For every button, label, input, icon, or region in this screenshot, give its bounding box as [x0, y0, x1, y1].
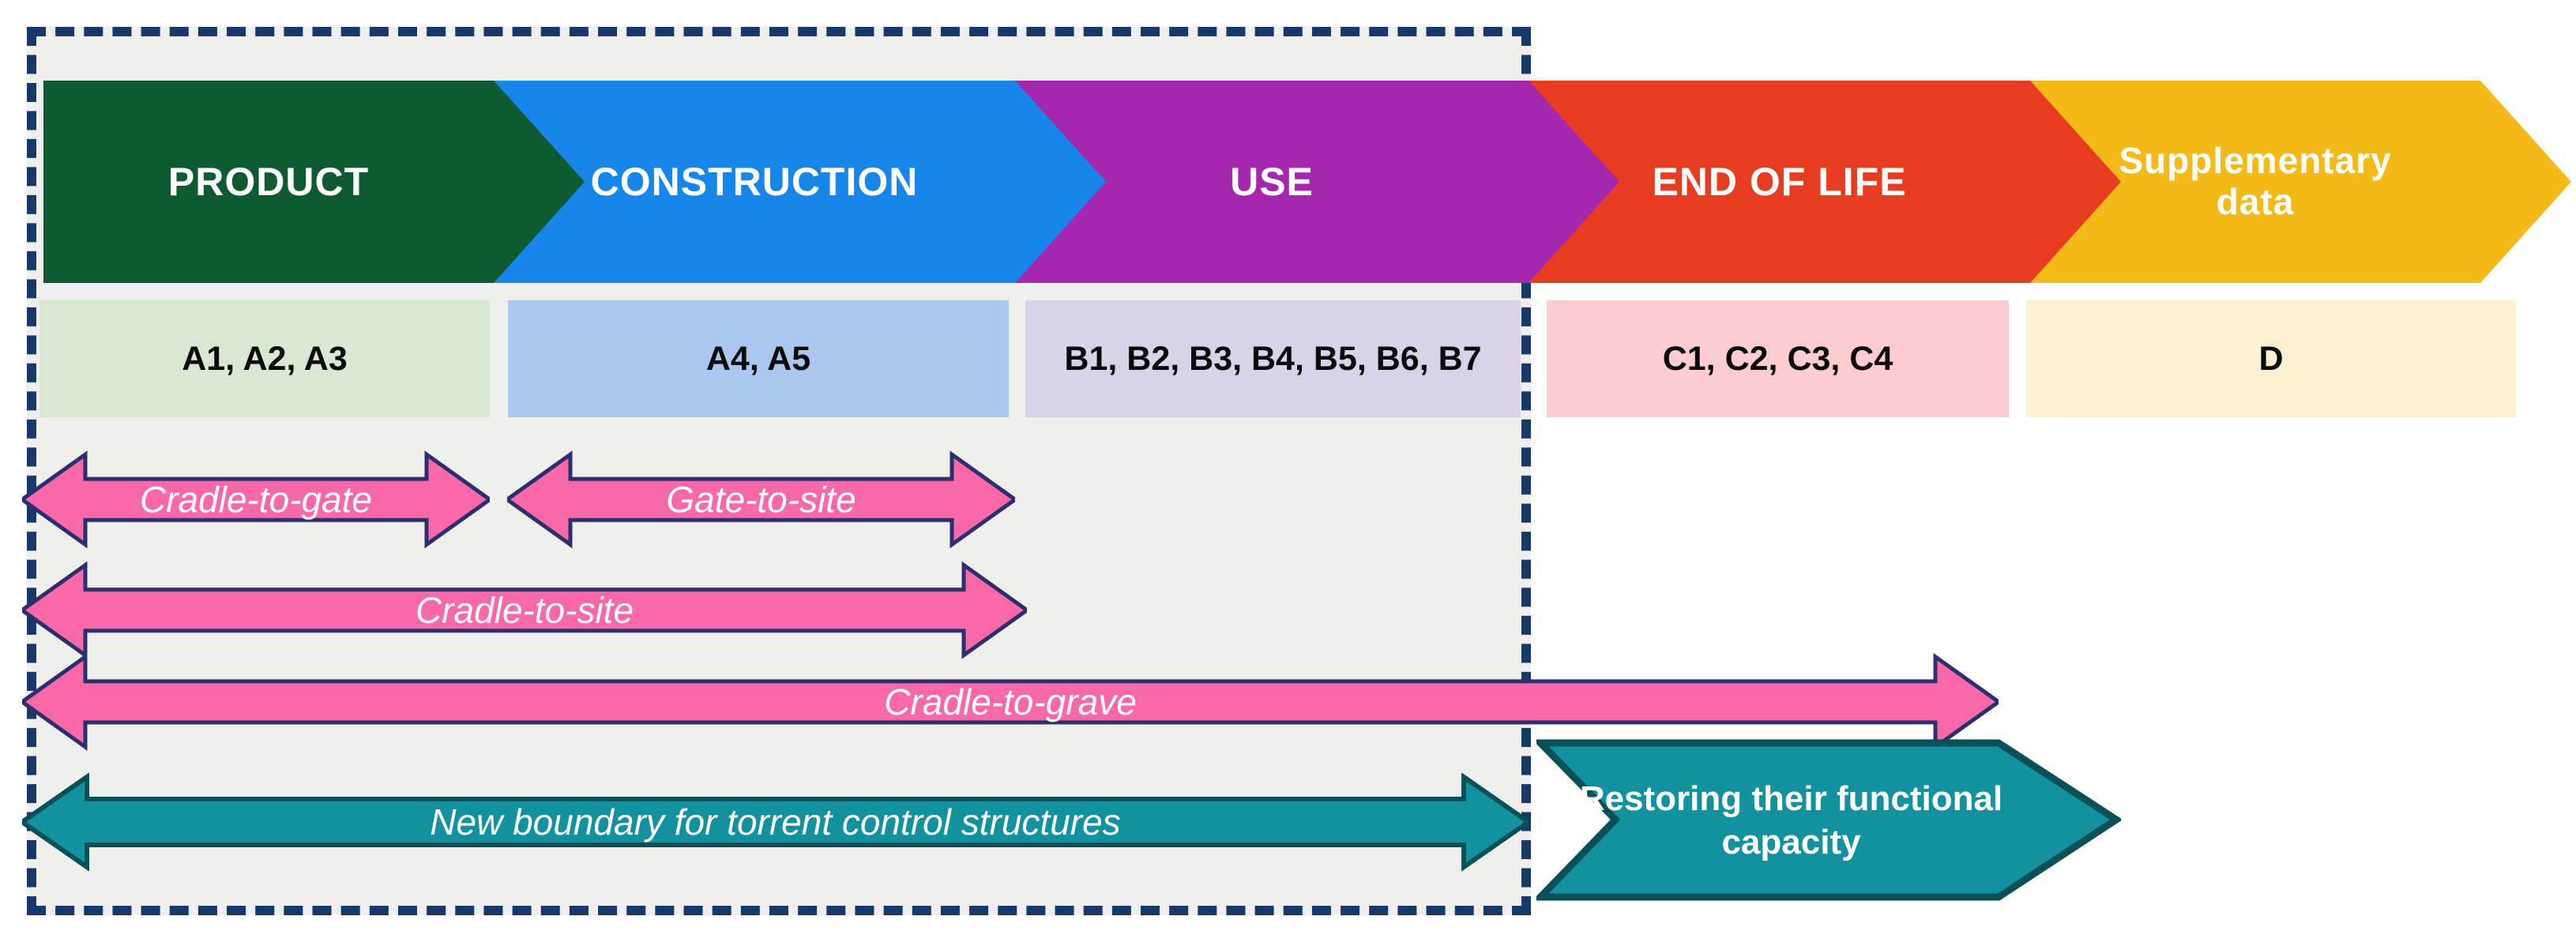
new-boundary-label: New boundary for torrent control structu…: [430, 801, 1121, 843]
double-arrow-shape: [22, 561, 1027, 659]
gate-to-site-arrow: [507, 451, 1015, 549]
double-arrow-shape: [507, 451, 1015, 549]
stage-chevron-construction: CONSTRUCTION: [494, 81, 1106, 283]
double-arrow-shape: [22, 451, 490, 549]
restoring-capacity-chevron: [1536, 739, 2121, 901]
cradle-to-gate-arrow: [22, 451, 490, 549]
stage-chevron-use: USE: [1015, 81, 1619, 283]
stage-chevron-end-of-life: END OF LIFE: [1529, 81, 2121, 283]
new-boundary-arrow: [22, 773, 1529, 871]
double-arrow-shape: [22, 773, 1529, 871]
cradle-to-gate-label: Cradle-to-gate: [139, 479, 373, 520]
module-label-product: A1, A2, A3: [182, 339, 348, 378]
double-arrow-shape: [22, 653, 1999, 751]
module-box-use: B1, B2, B3, B4, B5, B6, B7: [1025, 300, 1521, 417]
module-box-construction: A4, A5: [508, 300, 1009, 417]
stage-label-end-of-life: END OF LIFE: [1652, 160, 1907, 204]
stage-label-supplementary-text: Supplementary data: [2119, 140, 2392, 222]
stage-label-supplementary: Supplementary data: [2030, 81, 2480, 283]
module-label-supplementary: D: [2258, 339, 2284, 378]
module-box-product: A1, A2, A3: [39, 300, 490, 417]
module-label-use: B1, B2, B3, B4, B5, B6, B7: [1064, 339, 1482, 378]
module-label-end-of-life: C1, C2, C3, C4: [1662, 339, 1893, 378]
module-box-end-of-life: C1, C2, C3, C4: [1547, 300, 2009, 417]
stage-label-use: USE: [1230, 160, 1314, 204]
restoring-capacity-label: Restoring their functional capacity: [1579, 779, 2003, 861]
gate-to-site-label: Gate-to-site: [666, 479, 856, 520]
cradle-to-grave-label: Cradle-to-grave: [884, 681, 1137, 722]
module-box-supplementary: D: [2026, 300, 2516, 417]
cradle-to-grave-arrow: [22, 653, 1999, 751]
stage-label-product: PRODUCT: [167, 160, 370, 204]
stage-chevron-product: PRODUCT: [43, 81, 585, 283]
chevron-banner-shape: [1536, 739, 2121, 901]
stage-label-construction: CONSTRUCTION: [590, 160, 919, 204]
cradle-to-site-label: Cradle-to-site: [415, 590, 634, 631]
cradle-to-site-arrow: [22, 561, 1027, 659]
module-label-construction: A4, A5: [705, 339, 811, 378]
